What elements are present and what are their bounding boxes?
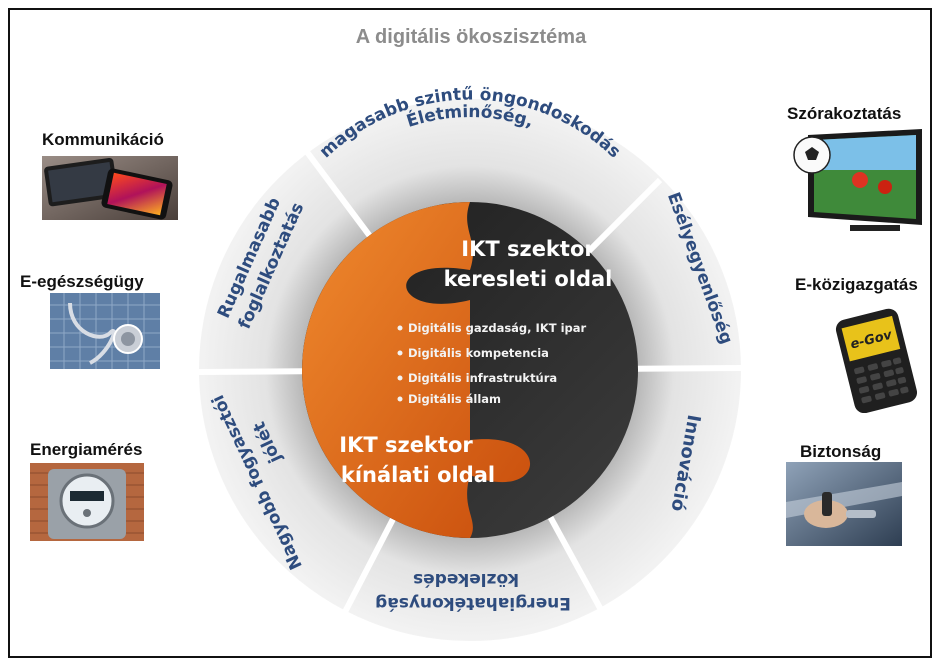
segment-bottom-line2: közlekedés bbox=[413, 569, 519, 589]
car-key-icon bbox=[786, 462, 902, 546]
egov-phone-icon: e-Gov bbox=[826, 305, 926, 413]
label-biztonsag: Biztonság bbox=[800, 442, 882, 461]
label-energiameres: Energiamérés bbox=[30, 440, 143, 459]
label-kommunikacio: Kommunikáció bbox=[42, 130, 164, 149]
label-szorakoztatas: Szórakoztatás bbox=[787, 104, 902, 123]
supply-line2: kínálati oldal bbox=[341, 463, 495, 487]
stethoscope-icon bbox=[50, 293, 160, 369]
segment-bottom: Energiahatékonyság közlekedés bbox=[375, 569, 571, 613]
bullet-2: Digitális kompetencia bbox=[408, 346, 549, 360]
label-e-kozigazgatas: E-közigazgatás bbox=[795, 275, 918, 294]
demand-line1: IKT szektor bbox=[461, 237, 595, 261]
electric-meter-icon bbox=[30, 463, 144, 541]
supply-line1: IKT szektor bbox=[339, 433, 473, 457]
bullet-1: Digitális gazdaság, IKT ipar bbox=[408, 321, 587, 335]
label-e-egeszsegugy: E-egészségügy bbox=[20, 272, 144, 291]
puzzle-supply-side bbox=[302, 202, 531, 538]
bullet-4: Digitális állam bbox=[408, 392, 501, 406]
smartphones-icon bbox=[42, 156, 178, 220]
tv-soccer-icon bbox=[790, 125, 925, 235]
bullet-3: Digitális infrastruktúra bbox=[408, 371, 557, 385]
bullet-list: Digitális gazdaság, IKT ipar Digitális k… bbox=[397, 321, 587, 406]
segment-bottom-line1: Energiahatékonyság bbox=[375, 593, 571, 613]
demand-line2: keresleti oldal bbox=[444, 267, 613, 291]
diagram-title: A digitális ökoszisztéma bbox=[355, 26, 587, 48]
